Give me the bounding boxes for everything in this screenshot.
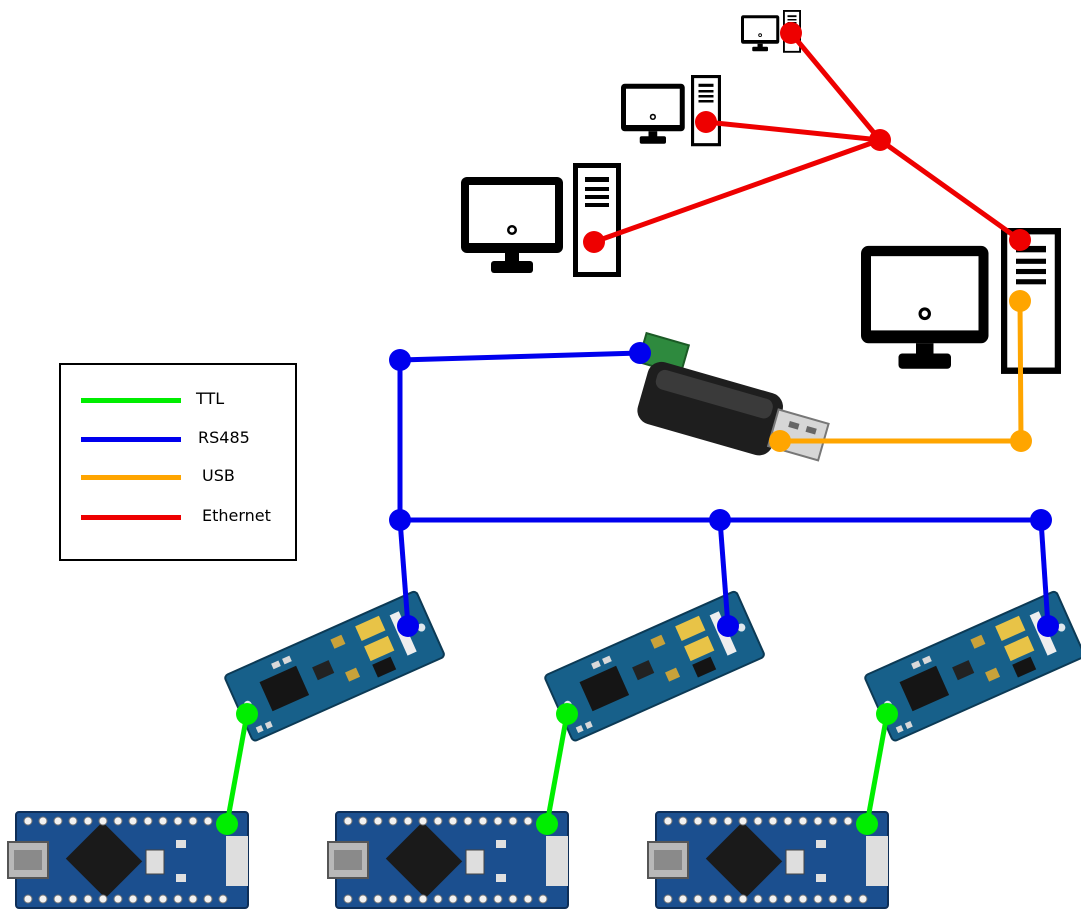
legend-swatch-usb [81,475,181,480]
legend-item-rs485: RS485 [81,428,291,450]
legend-label-ttl: TTL [196,389,225,408]
legend-item-ttl: TTL [81,389,291,411]
arduino-nano-3 [647,811,889,909]
legend-item-usb: USB [81,466,291,488]
computer-medium [621,75,721,147]
legend: TTL RS485 USB Ethernet [59,363,297,561]
legend-label-ethernet: Ethernet [202,506,271,525]
arduino-nano-1 [7,811,249,909]
legend-label-rs485: RS485 [198,428,250,447]
rs485-module-2 [543,589,767,743]
usb-rs485-adapter [637,331,830,462]
computer-large-left [461,163,621,277]
legend-swatch-ethernet [81,515,181,520]
ethernet-links [593,31,1022,245]
usb-nodes [769,290,1032,452]
legend-swatch-ttl [81,398,181,403]
rs485-module-1 [223,589,447,743]
legend-item-ethernet: Ethernet [81,506,291,528]
computer-large-right [861,228,1061,374]
ethernet-nodes [583,22,1031,253]
legend-label-usb: USB [202,466,235,485]
ttl-links [224,713,890,825]
ttl-nodes [216,703,898,835]
legend-swatch-rs485 [81,437,181,442]
rs485-nodes [389,342,1059,637]
arduino-nano-2 [327,811,569,909]
